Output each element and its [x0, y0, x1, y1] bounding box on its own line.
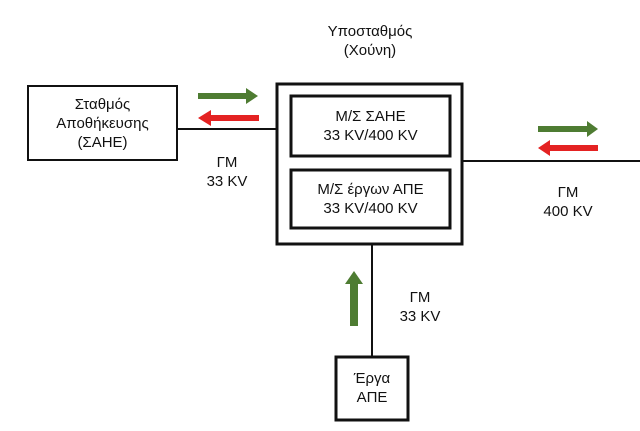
line-right-type: ΓΜ	[557, 184, 579, 201]
substation-title-line2: (Χούνη)	[343, 42, 397, 59]
storage-station-box	[27, 85, 178, 161]
ms-sahe-line1: Μ/Σ ΣΑΗΕ	[335, 108, 406, 125]
res-projects-label: Έργα ΑΠΕ	[336, 369, 408, 407]
import-arrow-left-icon	[198, 110, 259, 126]
storage-station-label: Σταθμός Αποθήκευσης (ΣΑΗΕ)	[28, 95, 177, 152]
res-projects-line2: ΑΠΕ	[356, 389, 388, 406]
ms-ape-line2: 33 KV/400 KV	[323, 200, 418, 217]
line-left-voltage: 33 KV	[206, 173, 248, 190]
ms-ape-label: Μ/Σ έργων ΑΠΕ 33 KV/400 KV	[291, 180, 450, 218]
ms-sahe-line2: 33 KV/400 KV	[323, 127, 418, 144]
substation-title-line1: Υποσταθμός	[327, 23, 413, 40]
line-left-label: ΓΜ 33 KV	[192, 153, 262, 191]
import-arrow-right-icon	[538, 140, 598, 156]
storage-station-line2: Αποθήκευσης	[56, 115, 149, 132]
line-bottom-type: ΓΜ	[409, 289, 431, 306]
line-left-type: ΓΜ	[216, 154, 238, 171]
substation-title: Υποσταθμός (Χούνη)	[290, 22, 450, 60]
storage-station-line1: Σταθμός	[74, 96, 131, 113]
res-projects-box	[334, 355, 410, 422]
res-projects-line1: Έργα	[353, 370, 391, 387]
storage-station-line3: (ΣΑΗΕ)	[77, 134, 128, 151]
ms-sahe-label: Μ/Σ ΣΑΗΕ 33 KV/400 KV	[291, 107, 450, 145]
ms-ape-box	[289, 168, 452, 230]
ms-sahe-box	[289, 94, 452, 158]
export-arrow-right-icon	[538, 121, 598, 137]
res-up-arrow-icon	[345, 271, 363, 326]
line-right-label: ΓΜ 400 KV	[530, 183, 606, 221]
line-bottom-label: ΓΜ 33 KV	[385, 288, 455, 326]
line-bottom-voltage: 33 KV	[399, 308, 441, 325]
line-right-voltage: 400 KV	[543, 203, 593, 220]
ms-ape-line1: Μ/Σ έργων ΑΠΕ	[317, 181, 424, 198]
export-arrow-left-icon	[198, 88, 258, 104]
